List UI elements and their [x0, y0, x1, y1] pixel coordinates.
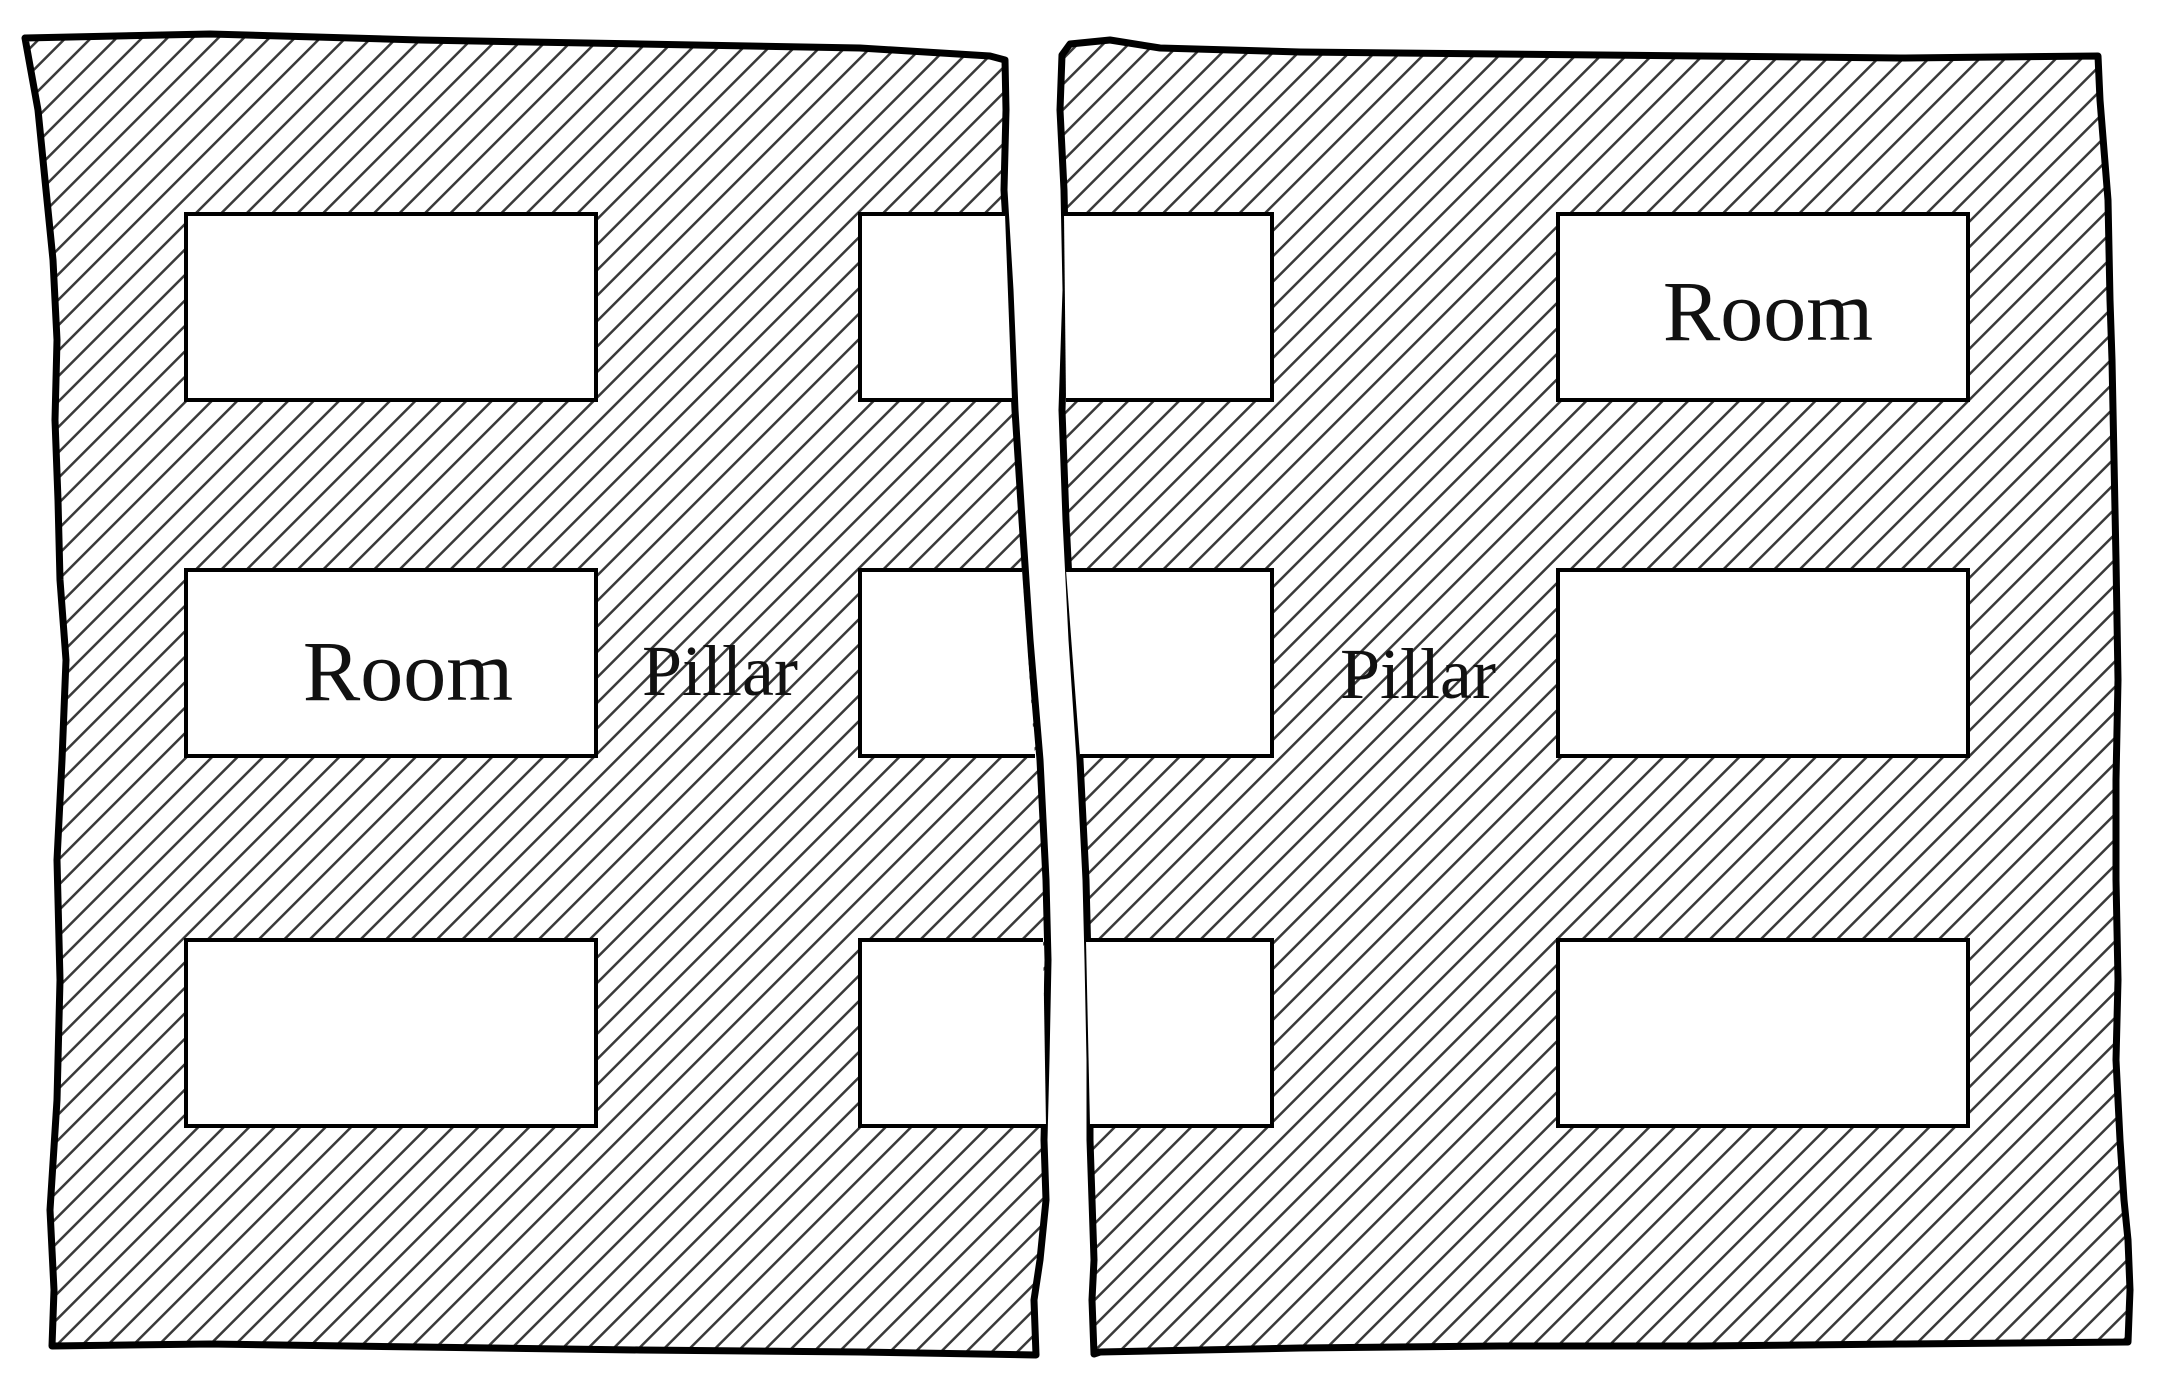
room-right-mid: [1556, 568, 1970, 758]
room-left-inner-mid: [858, 568, 1035, 758]
room-left-mid: [184, 568, 598, 758]
room-label-left: Room: [303, 623, 513, 719]
room-right-bottom: [1556, 938, 1970, 1128]
room-right-inner-bottom: [1086, 938, 1274, 1128]
room-right-top: [1556, 212, 1970, 402]
right-block: [1056, 36, 2134, 1358]
room-right-inner-top: [1064, 212, 1274, 402]
room-left-inner-top: [858, 212, 1012, 402]
pillar-label-left: Pillar: [642, 631, 798, 711]
room-left-bottom: [184, 938, 598, 1128]
room-right-inner-mid: [1066, 568, 1274, 758]
room-left-top: [184, 212, 598, 402]
room-label-right: Room: [1663, 263, 1873, 359]
room-left-inner-bottom: [858, 938, 1046, 1128]
pillar-label-right: Pillar: [1340, 634, 1496, 714]
left-block: [21, 30, 1052, 1359]
